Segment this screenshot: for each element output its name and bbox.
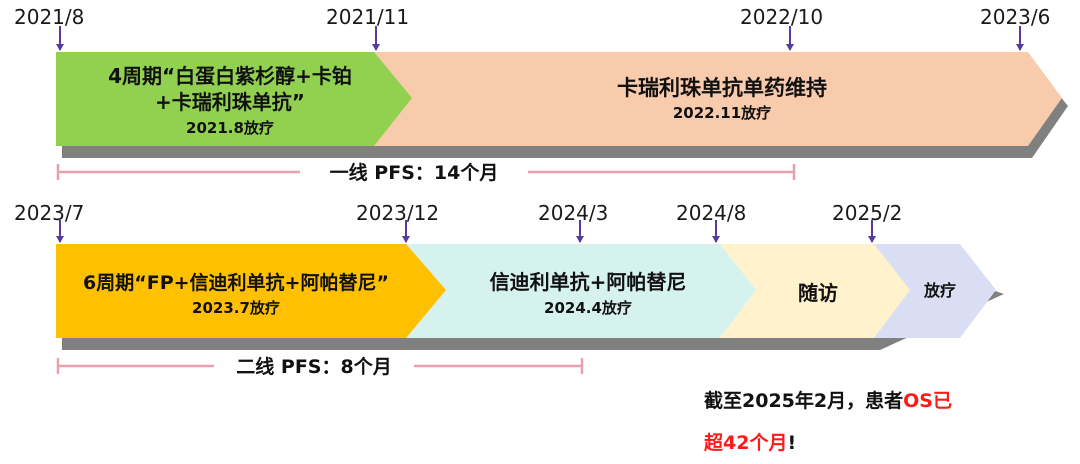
date-row1-4: 2023/6 — [980, 5, 1050, 29]
pfs-row1-bracket — [56, 164, 796, 180]
arrow-row1-maintenance-line2: 2022.11放疗 — [673, 104, 771, 122]
arrow-row1-maintenance-line1: 卡瑞利珠单抗单药维持 — [617, 76, 827, 100]
arrow-row2-radiotherapy — [870, 244, 996, 338]
arrow-row2-radiotherapy-line1: 放疗 — [923, 281, 956, 300]
summary-line2: 超42个月! — [704, 428, 796, 455]
date-row2-5: 2025/2 — [832, 201, 902, 225]
summary-line2-text: ! — [787, 432, 797, 454]
date-row1-3: 2022/10 — [740, 5, 823, 29]
date-row2-2: 2023/12 — [356, 201, 439, 225]
pfs-row2-bracket — [56, 358, 584, 374]
pfs-row2-label: 二线 PFS：8个月 — [236, 355, 391, 378]
arrow-row2-followup-line1: 随访 — [798, 281, 838, 305]
summary-line1: 截至2025年2月，患者OS已 — [704, 386, 952, 413]
arrow-row2-maintenance — [406, 244, 756, 338]
date-row2-3: 2024/3 — [538, 201, 608, 225]
date-row2-1: 2023/7 — [14, 201, 84, 225]
summary-line2-highlight: 超42个月 — [704, 432, 788, 454]
pfs-row1-label: 一线 PFS：14个月 — [330, 161, 499, 184]
arrow-row2-induction-line1: 6周期“FP+信迪利单抗+阿帕替尼” — [83, 271, 389, 294]
arrow-row1-induction-line1: 4周期“白蛋白紫杉醇+卡铂 — [108, 64, 352, 88]
summary-line1-highlight: OS已 — [903, 390, 952, 412]
date-row1-1: 2021/8 — [14, 5, 84, 29]
arrow-row2-induction-line2: 2023.7放疗 — [192, 299, 280, 317]
arrow-row2-induction — [56, 244, 446, 338]
arrow-row1-induction — [56, 52, 412, 146]
arrow-row2-followup — [718, 244, 910, 338]
arrow-row2-maintenance-line1: 信迪利单抗+阿帕替尼 — [490, 270, 687, 294]
arrow-row2-maintenance-line2: 2024.4放疗 — [544, 299, 632, 317]
arrow-row1-induction-line3: 2021.8放疗 — [186, 119, 274, 137]
date-row1-2: 2021/11 — [326, 5, 409, 29]
arrow-row1-maintenance — [372, 52, 1062, 146]
arrow-row1-induction-line2: +卡瑞利珠单抗” — [155, 90, 305, 114]
summary-line1-text: 截至2025年2月，患者 — [704, 390, 904, 412]
date-row2-4: 2024/8 — [676, 201, 746, 225]
